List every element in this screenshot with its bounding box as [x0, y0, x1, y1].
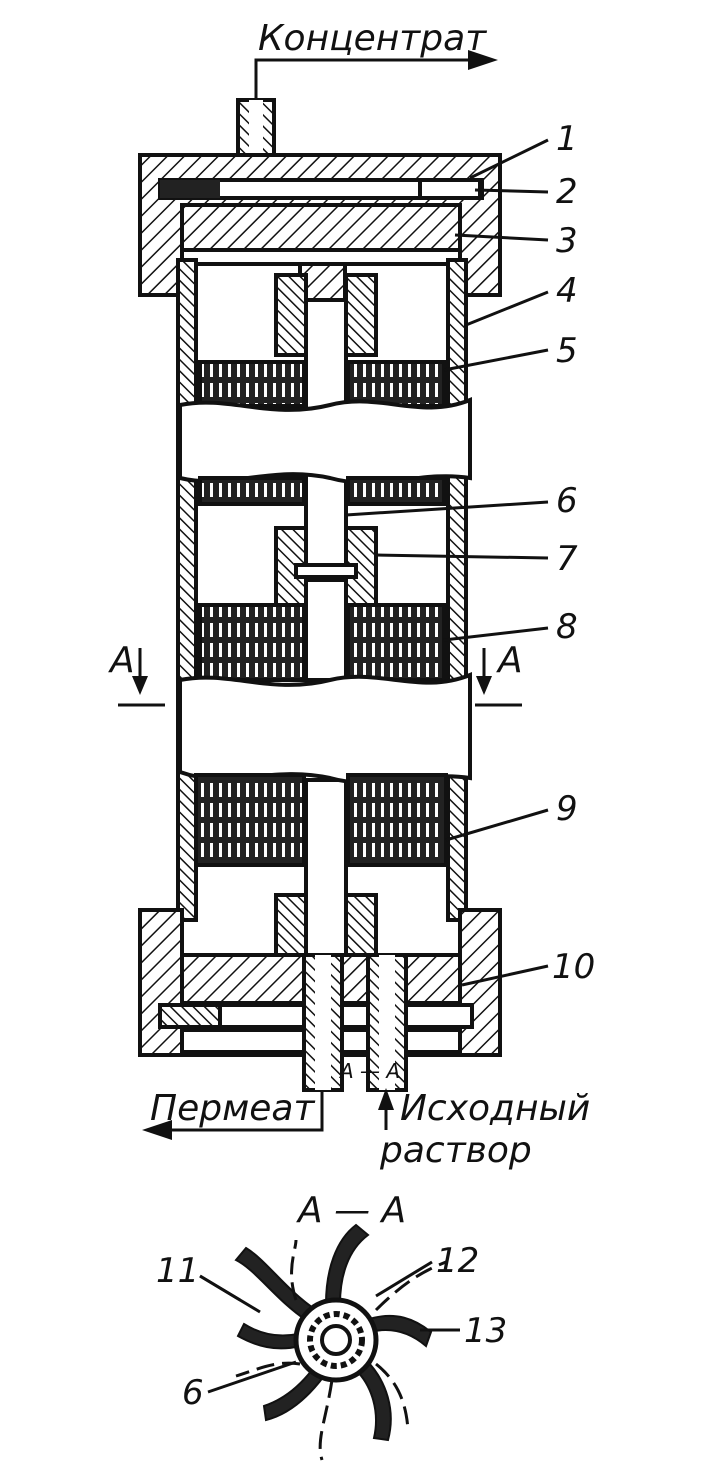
section-callout-12: 12 — [436, 1241, 479, 1281]
upper-coupling — [274, 273, 378, 357]
break-2 — [178, 672, 472, 785]
feed-label-line1: Исходный — [400, 1088, 590, 1129]
section-callout-11: 11 — [156, 1251, 199, 1291]
callout-10: 10 — [552, 947, 595, 987]
permeate-label: Пермеат — [150, 1088, 315, 1129]
permeate-arrow — [142, 1090, 324, 1140]
concentrate-label: Концентрат — [258, 18, 487, 59]
callout-4: 4 — [556, 271, 578, 311]
feed-arrow — [378, 1088, 394, 1130]
callout-1: 1 — [556, 119, 578, 159]
section-mark-left-letter: А — [108, 640, 135, 681]
top-spacer — [180, 248, 462, 266]
break-1 — [178, 397, 472, 485]
section-callout-13: 13 — [464, 1311, 507, 1351]
permeate-tube — [304, 298, 348, 962]
central-tube-bore — [320, 1324, 352, 1356]
membrane-leaves — [234, 1223, 433, 1442]
small-aa-label: А — А — [338, 1059, 400, 1083]
callout-5: 5 — [556, 331, 578, 371]
membrane-roll-1 — [198, 360, 446, 408]
feed-label-line2: раствор — [379, 1130, 532, 1171]
callout-8: 8 — [556, 607, 578, 647]
section-callout-leaders — [199, 1260, 460, 1394]
permeate-outlet-pipe — [302, 953, 344, 1092]
section-mark-left — [118, 648, 165, 707]
cross-section — [234, 1223, 447, 1461]
callout-3: 3 — [556, 221, 578, 261]
section-mark-right — [475, 648, 522, 707]
section-title: А — А — [296, 1190, 406, 1231]
callout-6: 6 — [556, 481, 578, 521]
concentrate-line — [254, 50, 498, 100]
feed-inlet-pipe — [366, 953, 408, 1092]
callout-7: 7 — [556, 539, 578, 579]
callout-9: 9 — [556, 789, 578, 829]
top-flange — [138, 153, 502, 297]
callout-2: 2 — [556, 172, 578, 212]
section-mark-right-letter: А — [496, 640, 523, 681]
section-callout-6: 6 — [182, 1373, 204, 1413]
membrane-roll-2 — [198, 476, 446, 682]
callout-leaders — [345, 138, 549, 987]
membrane-roll-3 — [194, 773, 448, 867]
